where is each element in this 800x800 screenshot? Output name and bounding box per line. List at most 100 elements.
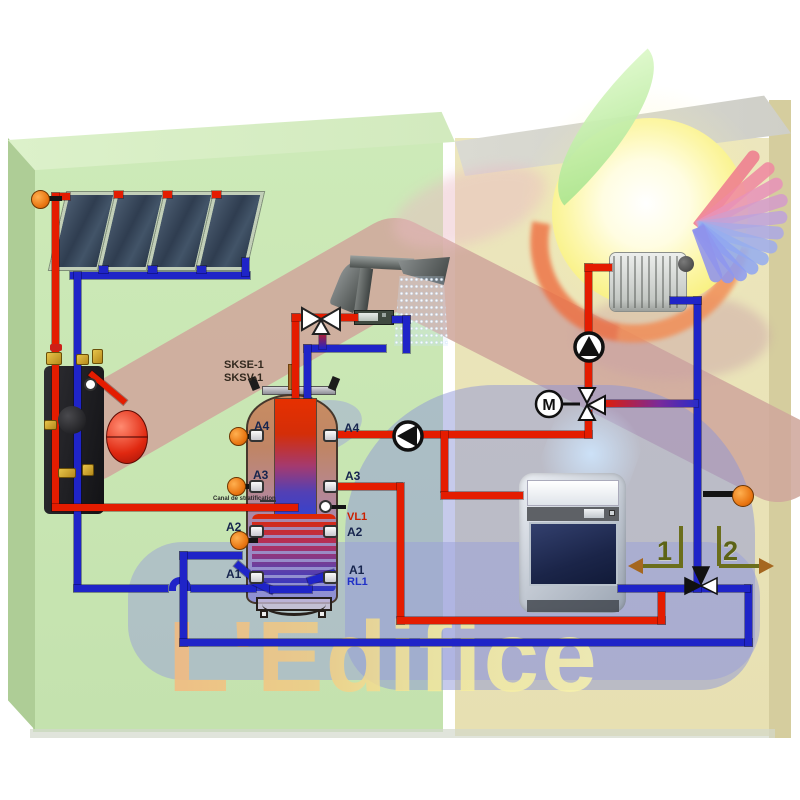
pipe-hot-segment xyxy=(163,191,172,198)
pipe-cold-segment xyxy=(304,345,386,352)
pipe-hot-segment xyxy=(292,314,299,398)
pipe-cold-segment xyxy=(694,297,701,592)
canal-annotation-line xyxy=(260,500,276,502)
pipe-hot-segment xyxy=(336,431,592,438)
temperature-sensor-icon xyxy=(229,427,248,446)
pipe-cold-segment xyxy=(99,266,108,273)
station-pump-bulge xyxy=(58,406,86,434)
temperature-sensor-icon xyxy=(230,531,249,550)
boiler-display xyxy=(584,509,604,518)
marker-arrow-left-icon xyxy=(628,558,643,574)
marker-line xyxy=(679,526,683,566)
tank-foot xyxy=(318,610,326,618)
pipe-hot-segment xyxy=(585,264,612,271)
pipe-hot-segment xyxy=(441,492,523,499)
sensor-stem xyxy=(703,491,735,497)
tank-port-label-right-a2: A2 xyxy=(347,525,363,539)
pipe-cold-segment xyxy=(304,345,311,398)
tank-port-flange xyxy=(323,571,338,584)
pipe-hot-segment xyxy=(441,431,448,492)
pipe-cold-segment xyxy=(191,585,256,592)
tank-port-flange xyxy=(249,480,264,493)
collector-model-label-2: SKSV-1 xyxy=(224,372,264,384)
boiler-display-dot xyxy=(609,510,615,516)
brass-fitting xyxy=(46,352,62,365)
pipe-hot-gradient-stub xyxy=(319,329,326,349)
pipe-cold-segment xyxy=(180,639,752,646)
sensor-stem xyxy=(48,196,62,201)
pipe-cold-segment xyxy=(392,316,410,323)
boiler-top-panel xyxy=(527,480,619,506)
temperature-sensor-icon xyxy=(227,477,246,496)
brass-fitting xyxy=(92,349,103,364)
pipe-cold-segment xyxy=(180,552,187,646)
pump-icon-radiator-loop xyxy=(573,331,605,363)
boiler-base xyxy=(527,600,619,612)
motor-mixing-valve-icon: M xyxy=(534,387,606,421)
tank-port-label-left-a2: A2 xyxy=(226,520,242,534)
pipe-hot-segment xyxy=(658,592,665,624)
tank-port-flange xyxy=(249,429,264,442)
tank-port-label-right-a3: A3 xyxy=(345,469,361,483)
brass-fitting xyxy=(82,464,94,476)
thermometer-well-icon xyxy=(319,500,332,513)
pipe-cold-segment xyxy=(270,586,312,593)
marker-line xyxy=(641,564,683,568)
marker-position-1: 1 xyxy=(657,536,673,566)
marker-line xyxy=(717,526,721,566)
pipe-cold-segment xyxy=(70,272,250,279)
temperature-sensor-icon xyxy=(732,485,754,507)
tank-stratification-canal xyxy=(274,398,317,516)
pipe-hot-segment xyxy=(114,191,123,198)
thermostatic-mixing-valve-icon xyxy=(301,306,341,335)
thermometer-well-stem xyxy=(331,505,346,509)
pipe-cold-segment xyxy=(242,258,249,276)
tank-port-flange xyxy=(323,429,338,442)
tank-port-label-right-a4: A4 xyxy=(344,421,360,435)
pipe-cold-segment xyxy=(180,552,242,559)
pipe-hot-segment xyxy=(52,504,298,511)
sensor-stem xyxy=(246,538,258,543)
tank-port-label-left-a4: A4 xyxy=(254,419,270,433)
pipe-cold-segment xyxy=(403,316,410,353)
vessel-seam xyxy=(107,436,147,438)
pipe-cold-segment xyxy=(148,266,157,273)
pipe-hot-segment xyxy=(212,191,221,198)
temperature-sensor-icon xyxy=(31,190,50,209)
pipe-hot-gradient-bypass xyxy=(601,400,698,407)
pipe-hot-segment xyxy=(397,483,404,624)
ground-shadow xyxy=(30,729,775,738)
marker-line xyxy=(719,564,761,568)
pipe-cold-segment xyxy=(670,297,701,304)
marker-position-2: 2 xyxy=(723,536,739,566)
boiler-front-panel xyxy=(529,522,618,586)
valve-handle-red xyxy=(50,344,62,351)
flow-label-vl1: VL1 xyxy=(347,511,368,523)
tank-port-label-left-a1: A1 xyxy=(226,567,242,581)
pipe-cold-segment xyxy=(74,585,168,592)
pipe-cold-segment xyxy=(745,585,752,646)
marker-arrow-right-icon xyxy=(759,558,774,574)
shower-mixer-display xyxy=(358,313,378,321)
brass-fitting xyxy=(76,354,89,365)
boiler-control-strip xyxy=(527,507,619,521)
pipe-cold-segment xyxy=(197,266,206,273)
collector-model-label-1: SKSE-1 xyxy=(224,359,264,371)
tank-foot xyxy=(260,610,268,618)
flow-label-rl1: RL1 xyxy=(347,576,368,588)
shower-mixer-dot xyxy=(382,313,386,317)
tank-base-arc xyxy=(262,604,326,616)
pipe-cold-segment xyxy=(618,585,750,592)
pipe-hot-segment xyxy=(336,483,402,490)
tank-port-flange xyxy=(323,525,338,538)
pipe-hot-segment xyxy=(397,617,665,624)
pipe-hot-segment xyxy=(585,264,592,395)
tank-port-label-right-a1: A1 xyxy=(349,563,365,577)
tank-port-flange xyxy=(249,571,264,584)
pressure-gauge-icon xyxy=(84,378,97,391)
brass-fitting xyxy=(44,420,57,430)
pump-icon-boiler-loop xyxy=(392,420,424,452)
zone-check-valve-icon xyxy=(684,566,718,596)
left-building-side xyxy=(8,138,35,730)
